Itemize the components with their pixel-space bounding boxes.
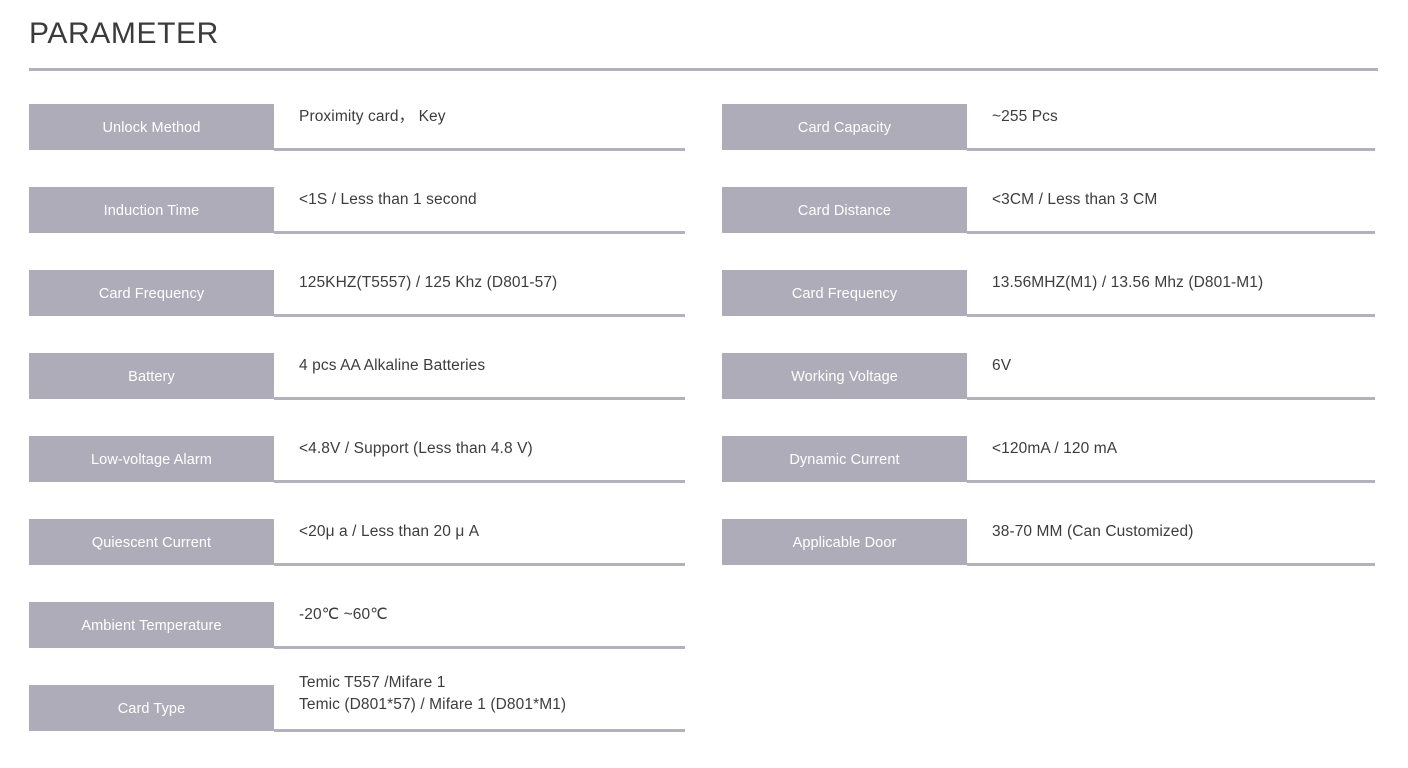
spec-underline	[967, 397, 1375, 400]
spec-label-block: Ambient Temperature	[29, 602, 274, 648]
spec-row: Card Distance <3CM / Less than 3 CM	[722, 187, 1375, 270]
spec-value-cell: 38-70 MM (Can Customized)	[967, 519, 1375, 565]
spec-underline	[967, 231, 1375, 234]
spec-value-text: ~255 Pcs	[992, 108, 1058, 125]
spec-label-text: Working Voltage	[791, 369, 898, 385]
spec-label-text: Card Frequency	[791, 286, 898, 302]
spec-value-text: 13.56MHZ(M1) / 13.56 Mhz (D801-M1)	[992, 274, 1264, 291]
title-divider	[29, 68, 1378, 71]
spec-label-text: Ambient Temperature	[81, 618, 222, 634]
spec-value-cell: ~255 Pcs	[967, 104, 1375, 150]
parameter-spec-sheet: PARAMETER Unlock Method Proximity card， K…	[29, 14, 1378, 732]
spec-value-text: Proximity card， Key	[299, 108, 446, 125]
spec-value-text: -20℃ ~60℃	[299, 606, 388, 623]
spec-row: Card Frequency 125KHZ(T5557) / 125 Khz (D…	[29, 270, 685, 353]
spec-value-cell: -20℃ ~60℃	[274, 602, 685, 648]
spec-label-block: Card Distance	[722, 187, 967, 233]
spec-underline	[274, 314, 685, 317]
spec-underline	[967, 148, 1375, 151]
spec-row: Applicable Door 38-70 MM (Can Customized)	[722, 519, 1375, 602]
spec-value-text: <120mA / 120 mA	[992, 440, 1118, 457]
spec-row: Ambient Temperature -20℃ ~60℃	[29, 602, 685, 685]
spec-value-cell: 125KHZ(T5557) / 125 Khz (D801-57)	[274, 270, 685, 316]
spec-value-cell: 13.56MHZ(M1) / 13.56 Mhz (D801-M1)	[967, 270, 1375, 316]
spec-label-block: Low-voltage Alarm	[29, 436, 274, 482]
spec-value-cell: Proximity card， Key	[274, 104, 685, 150]
spec-label-block: Dynamic Current	[722, 436, 967, 482]
spec-row: Dynamic Current <120mA / 120 mA	[722, 436, 1375, 519]
spec-row: Card Frequency 13.56MHZ(M1) / 13.56 Mhz (…	[722, 270, 1375, 353]
spec-value-cell: <120mA / 120 mA	[967, 436, 1375, 482]
spec-row: Working Voltage 6V	[722, 353, 1375, 436]
spec-label-text: Low-voltage Alarm	[91, 452, 212, 468]
spec-label-block: Working Voltage	[722, 353, 967, 399]
spec-value-text: 4 pcs AA Alkaline Batteries	[299, 357, 486, 374]
spec-label-block: Card Frequency	[29, 270, 274, 316]
spec-row: Induction Time <1S / Less than 1 second	[29, 187, 685, 270]
spec-value-cell: 6V	[967, 353, 1375, 399]
spec-underline	[274, 729, 685, 732]
spec-underline	[274, 397, 685, 400]
spec-value-text: 38-70 MM (Can Customized)	[992, 523, 1194, 540]
spec-row: Low-voltage Alarm <4.8V / Support (Less t…	[29, 436, 685, 519]
spec-row: Battery 4 pcs AA Alkaline Batteries	[29, 353, 685, 436]
spec-label-text: Induction Time	[103, 203, 200, 219]
spec-value-text: <4.8V / Support (Less than 4.8 V)	[299, 440, 533, 457]
spec-row: Quiescent Current <20μ a / Less than 20 μ…	[29, 519, 685, 602]
page-title: PARAMETER	[29, 17, 219, 50]
spec-underline	[274, 646, 685, 649]
spec-value-cell: <3CM / Less than 3 CM	[967, 187, 1375, 233]
spec-label-block: Induction Time	[29, 187, 274, 233]
spec-row: Card Type Temic T557 /Mifare 1 Temic (D801…	[29, 674, 685, 768]
spec-value-text: 6V	[992, 357, 1012, 374]
spec-value-cell: 4 pcs AA Alkaline Batteries	[274, 353, 685, 399]
spec-label-text: Dynamic Current	[789, 452, 900, 468]
spec-row: Card Capacity ~255 Pcs	[722, 104, 1375, 187]
spec-value-cell: <4.8V / Support (Less than 4.8 V)	[274, 436, 685, 482]
spec-value-text: 125KHZ(T5557) / 125 Khz (D801-57)	[299, 274, 558, 291]
spec-label-text: Card Type	[117, 701, 186, 717]
spec-label-text: Card Capacity	[797, 120, 892, 136]
spec-label-block: Card Type	[29, 685, 274, 731]
spec-underline	[967, 480, 1375, 483]
spec-value-text: <1S / Less than 1 second	[299, 191, 477, 208]
spec-value-cell: <1S / Less than 1 second	[274, 187, 685, 233]
spec-label-block: Quiescent Current	[29, 519, 274, 565]
spec-label-block: Battery	[29, 353, 274, 399]
spec-underline	[967, 314, 1375, 317]
spec-label-block: Card Frequency	[722, 270, 967, 316]
spec-label-text: Quiescent Current	[91, 535, 212, 551]
spec-label-text: Unlock Method	[102, 120, 201, 136]
spec-label-block: Unlock Method	[29, 104, 274, 150]
header: PARAMETER	[29, 14, 1378, 71]
spec-value-cell: Temic T557 /Mifare 1 Temic (D801*57) / Mi…	[274, 674, 685, 731]
spec-underline	[274, 148, 685, 151]
spec-underline	[274, 563, 685, 566]
spec-label-text: Card Distance	[797, 203, 892, 219]
spec-label-text: Applicable Door	[792, 535, 897, 551]
spec-value-cell: <20μ a / Less than 20 μ A	[274, 519, 685, 565]
spec-label-text: Card Frequency	[98, 286, 205, 302]
spec-underline	[274, 480, 685, 483]
spec-value-text: Temic T557 /Mifare 1	[299, 674, 446, 691]
spec-underline	[274, 231, 685, 234]
spec-underline	[967, 563, 1375, 566]
spec-value-text-secondary: Temic (D801*57) / Mifare 1 (D801*M1)	[299, 696, 567, 713]
spec-label-block: Applicable Door	[722, 519, 967, 565]
spec-value-text: <20μ a / Less than 20 μ A	[299, 523, 480, 540]
spec-row: Unlock Method Proximity card， Key	[29, 104, 685, 187]
spec-value-text: <3CM / Less than 3 CM	[992, 191, 1158, 208]
spec-label-block: Card Capacity	[722, 104, 967, 150]
spec-label-text: Battery	[128, 369, 175, 385]
